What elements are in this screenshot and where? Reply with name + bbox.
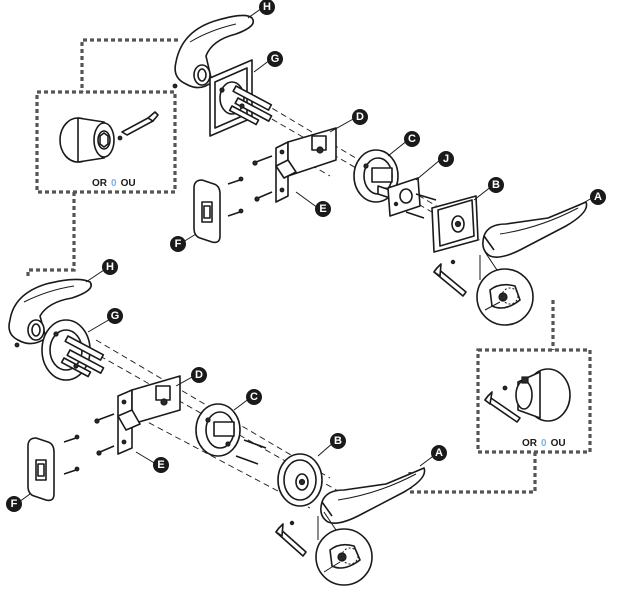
lever-handle-upper-a [482, 201, 588, 258]
latch-upper-d [275, 127, 337, 203]
lever-handle-upper-h [172, 14, 255, 89]
callout-b-lower: B [330, 433, 346, 449]
screws-lower-e [94, 413, 115, 456]
round-rose-lower-b [277, 453, 323, 507]
callout-d-lower: D [191, 367, 207, 383]
hex-key-icon [433, 259, 467, 297]
callout-c-upper: C [404, 131, 420, 147]
square-rose-upper-b [431, 195, 479, 253]
svg-text:G: G [111, 310, 120, 322]
backplate-upper-j [387, 177, 437, 219]
callout-b-upper: B [488, 177, 504, 193]
hex-key-icon [275, 520, 307, 557]
detail-magnifier-upper [476, 251, 534, 326]
lever-handle-lower-h [8, 278, 92, 348]
callout-g-upper: G [267, 51, 283, 67]
screws-upper-e [252, 155, 273, 202]
latch-lower-d [117, 375, 181, 455]
knob-alternative-right [502, 368, 571, 422]
callout-h-lower: H [102, 259, 118, 275]
svg-text:E: E [157, 459, 164, 471]
hex-key-icon [121, 111, 159, 136]
svg-text:J: J [443, 153, 449, 165]
svg-text:D: D [195, 369, 203, 381]
lever-handle-lower-a [320, 467, 426, 524]
callout-f-upper: F [170, 236, 186, 252]
svg-text:H: H [263, 1, 271, 13]
rose-upper-c [353, 149, 399, 203]
svg-text:B: B [334, 435, 342, 447]
callout-h-upper: H [259, 0, 275, 15]
hex-key-icon [484, 391, 521, 423]
svg-text:C: C [408, 133, 416, 145]
strike-plate-upper-f [193, 176, 244, 244]
upper-alternative-frame [26, 38, 178, 278]
svg-text:C: C [250, 391, 258, 403]
svg-text:B: B [492, 179, 500, 191]
upper-axis-line [237, 87, 471, 227]
strike-plate-lower-f [27, 434, 80, 502]
svg-text:F: F [11, 498, 18, 510]
callout-a-lower: A [431, 445, 447, 461]
callout-f-lower: F [6, 496, 22, 512]
svg-text:H: H [106, 261, 114, 273]
callout-j-upper: J [438, 151, 454, 167]
leader-lines [18, 7, 593, 503]
svg-text:G: G [271, 53, 280, 65]
callout-c-lower: C [246, 389, 262, 405]
callout-g-lower: G [107, 308, 123, 324]
callout-a-upper: A [590, 189, 606, 205]
callout-e-lower: E [153, 457, 169, 473]
detail-magnifier-lower [315, 511, 373, 586]
svg-text:F: F [175, 238, 182, 250]
svg-text:D: D [356, 111, 364, 123]
knob-alternative-upper [59, 117, 123, 163]
callout-e-upper: E [315, 201, 331, 217]
svg-text:E: E [319, 203, 326, 215]
rose-lower-c [195, 403, 267, 465]
mounting-plate-lower-g [41, 319, 105, 381]
svg-text:A: A [594, 191, 602, 203]
callout-d-upper: D [352, 109, 368, 125]
svg-text:A: A [435, 447, 443, 459]
mounting-plate-upper-g [209, 59, 273, 137]
